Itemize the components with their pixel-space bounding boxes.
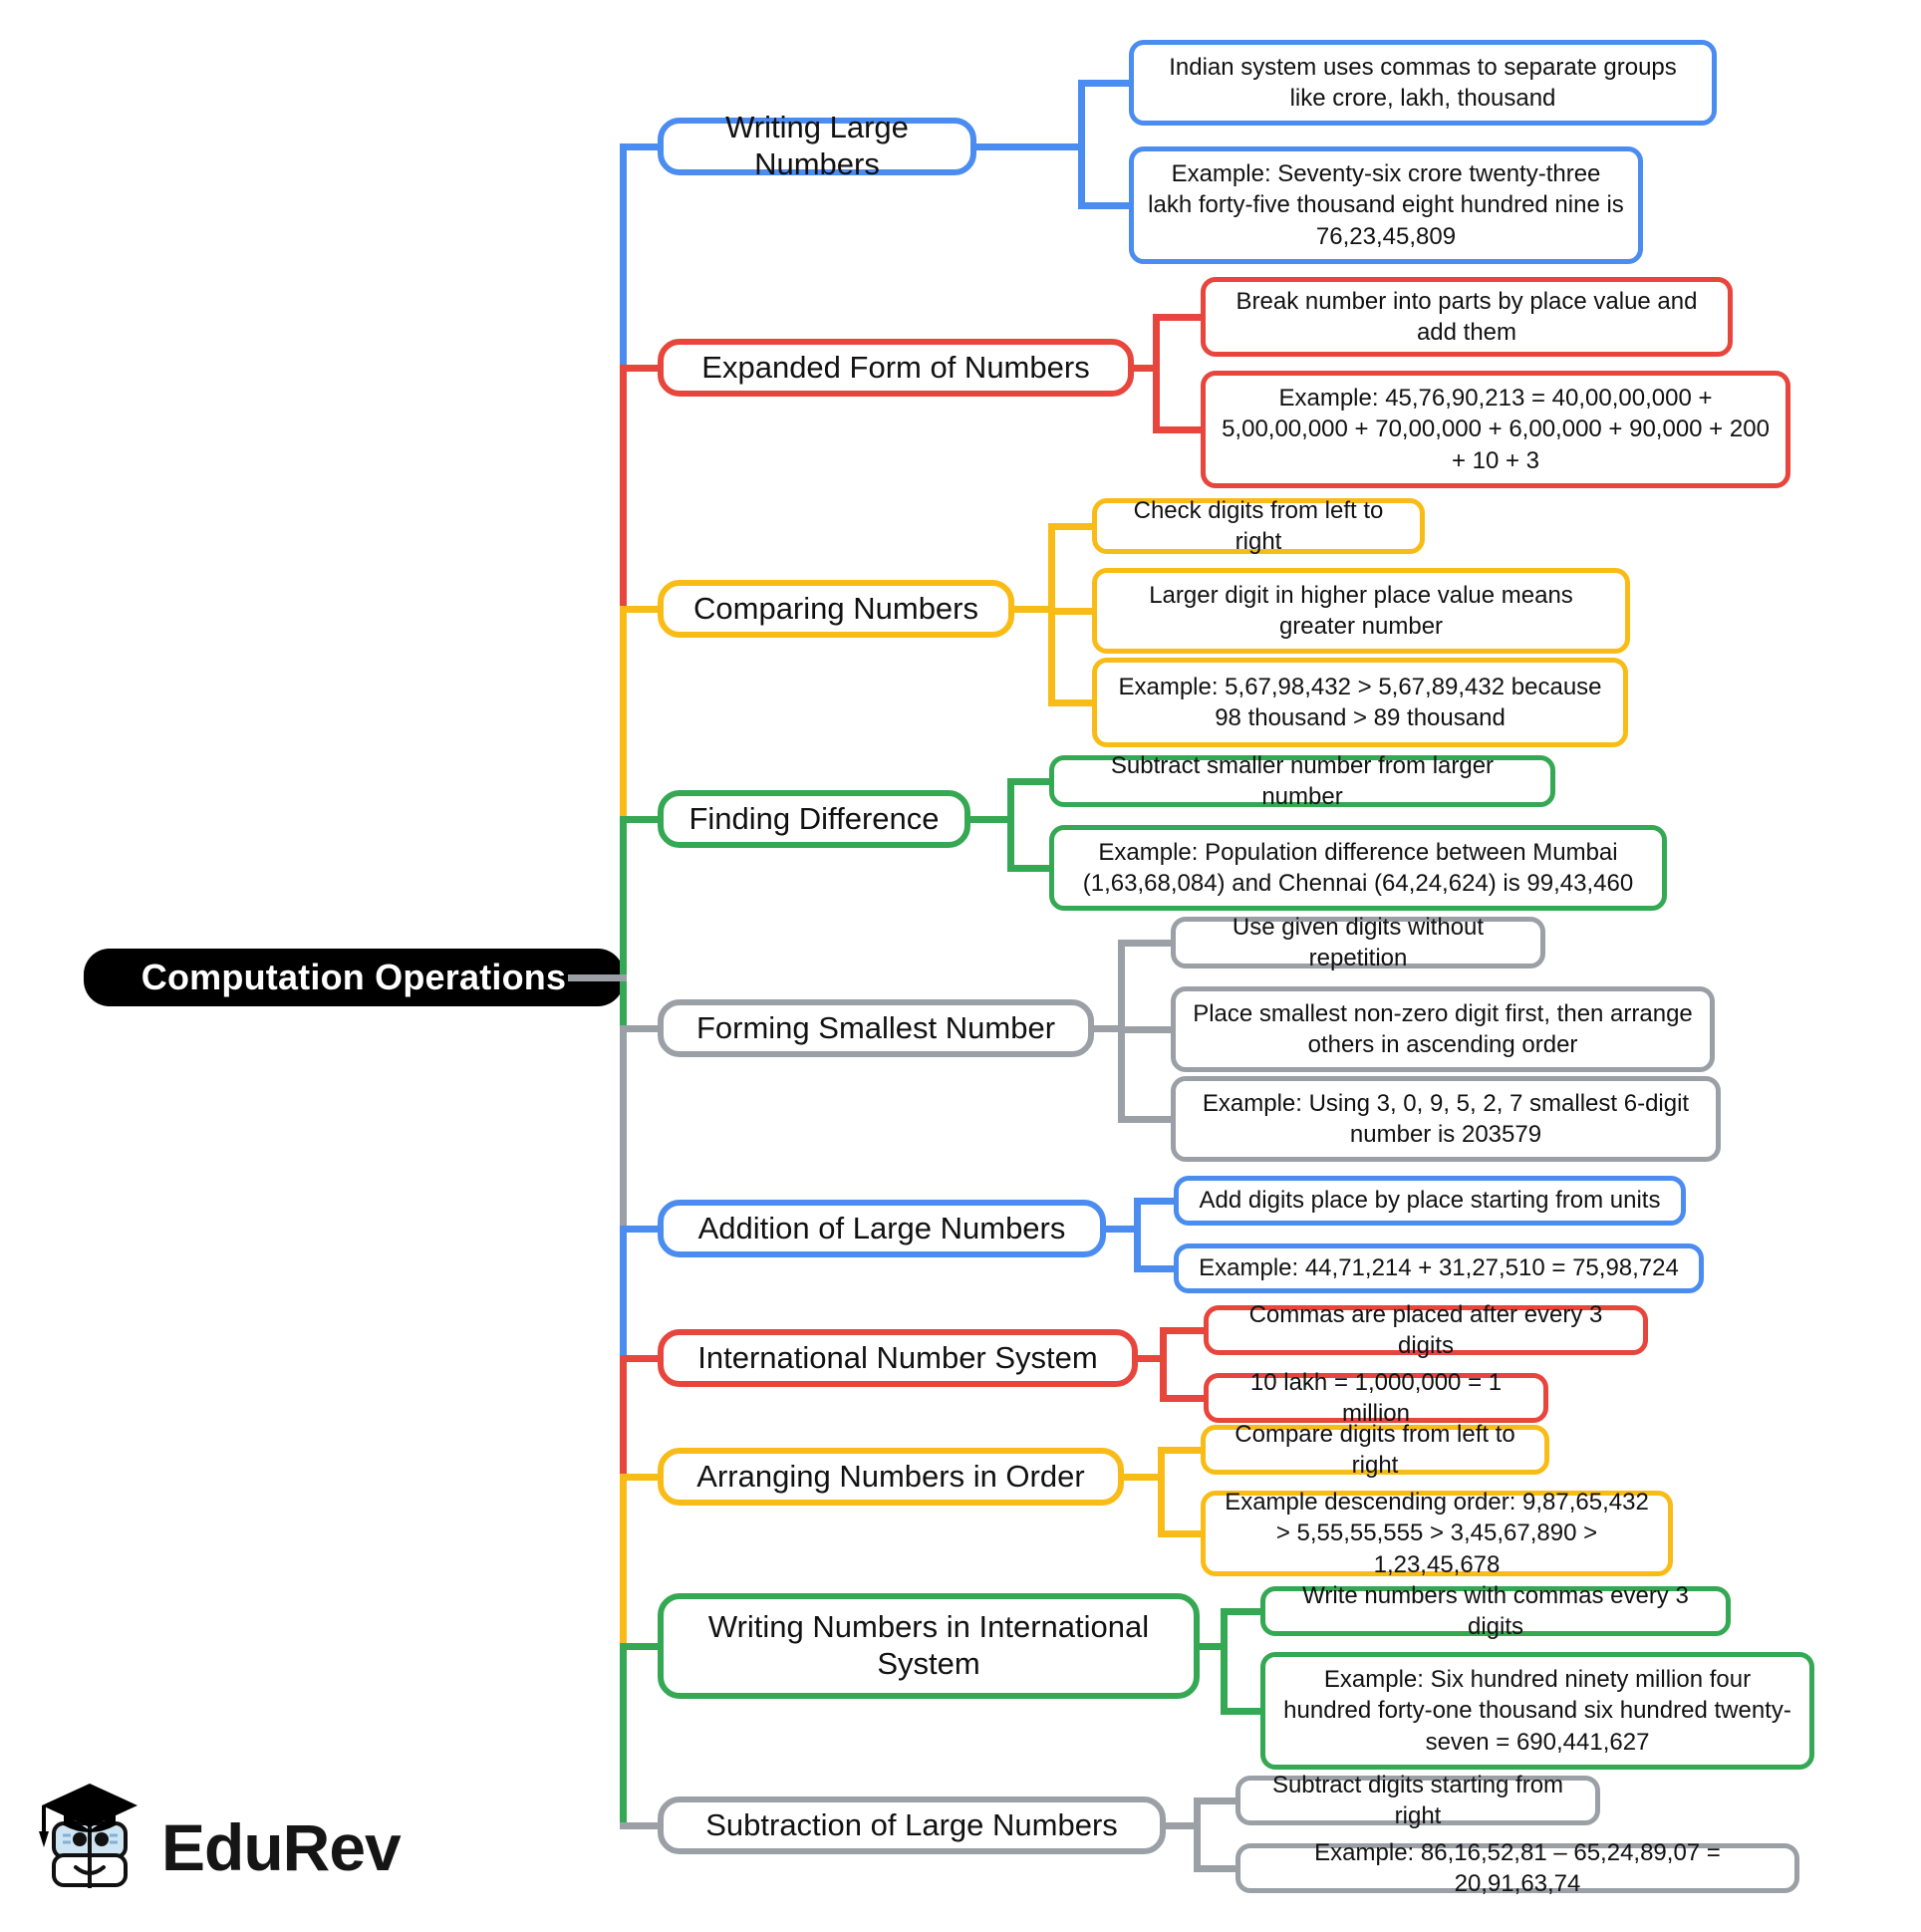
branch-connector-6 (620, 1355, 666, 1362)
fan-spine-3 (1007, 778, 1014, 871)
leaf-connector-2-1 (1048, 608, 1100, 615)
leaf-connector-0-0 (1078, 80, 1137, 87)
trunk-segment (620, 1025, 627, 1232)
leaf-connector-4-0 (1118, 940, 1179, 947)
root-node[interactable]: Computation Operations (84, 949, 624, 1006)
branch-connector-4 (620, 1025, 666, 1032)
leaf-connector-0-1 (1078, 202, 1137, 209)
leaf-node-3-1[interactable]: Example: Population difference between M… (1049, 825, 1667, 911)
leaf-node-0-1[interactable]: Example: Seventy-six crore twenty-three … (1129, 146, 1643, 264)
leaf-connector-7-0 (1158, 1447, 1209, 1454)
leaf-node-7-1[interactable]: Example descending order: 9,87,65,432 > … (1201, 1489, 1673, 1578)
trunk-segment (620, 1355, 627, 1480)
branch-connector-1 (620, 365, 666, 372)
topic-fan-connector-4 (1090, 1025, 1125, 1032)
leaf-node-2-2[interactable]: Example: 5,67,98,432 > 5,67,89,432 becau… (1092, 658, 1628, 747)
branch-connector-5 (620, 1226, 666, 1233)
leaf-connector-3-1 (1007, 865, 1057, 872)
topic-node-9[interactable]: Subtraction of Large Numbers (658, 1796, 1166, 1854)
leaf-connector-7-1 (1158, 1530, 1209, 1537)
topic-fan-connector-2 (1010, 606, 1055, 613)
fan-spine-7 (1158, 1447, 1165, 1536)
leaf-connector-4-2 (1118, 1116, 1179, 1123)
leaf-connector-2-2 (1048, 699, 1100, 706)
topic-fan-connector-8 (1196, 1643, 1228, 1650)
topic-fan-connector-9 (1162, 1822, 1201, 1829)
topic-node-7[interactable]: Arranging Numbers in Order (658, 1448, 1124, 1506)
leaf-connector-1-0 (1153, 314, 1209, 321)
trunk-segment (620, 1474, 627, 1649)
topic-fan-connector-1 (1130, 365, 1160, 372)
leaf-connector-6-1 (1160, 1395, 1212, 1402)
leaf-node-8-1[interactable]: Example: Six hundred ninety million four… (1260, 1652, 1814, 1770)
topic-fan-connector-5 (1102, 1226, 1141, 1233)
root-connector (568, 974, 627, 981)
leaf-node-4-2[interactable]: Example: Using 3, 0, 9, 5, 2, 7 smallest… (1171, 1076, 1721, 1162)
leaf-node-2-1[interactable]: Larger digit in higher place value means… (1092, 568, 1630, 654)
fan-spine-9 (1194, 1797, 1201, 1871)
graduation-cap-book-mascot-icon (39, 1784, 137, 1888)
trunk-segment (620, 365, 627, 612)
trunk-segment (620, 606, 627, 822)
topic-fan-connector-6 (1134, 1355, 1167, 1362)
leaf-connector-8-1 (1221, 1708, 1268, 1715)
topic-fan-connector-7 (1120, 1474, 1165, 1481)
branch-connector-8 (620, 1643, 666, 1650)
topic-node-2[interactable]: Comparing Numbers (658, 580, 1014, 638)
topic-node-4[interactable]: Forming Smallest Number (658, 999, 1094, 1057)
edurev-wordmark: EduRev (161, 1810, 402, 1884)
leaf-node-9-0[interactable]: Subtract digits starting from right (1235, 1772, 1600, 1829)
branch-connector-9 (620, 1822, 666, 1829)
topic-node-1[interactable]: Expanded Form of Numbers (658, 339, 1134, 397)
branch-connector-0 (620, 143, 666, 150)
leaf-connector-1-1 (1153, 426, 1209, 433)
fan-spine-8 (1221, 1608, 1228, 1714)
leaf-node-4-1[interactable]: Place smallest non-zero digit first, the… (1171, 986, 1715, 1072)
leaf-node-4-0[interactable]: Use given digits without repetition (1171, 914, 1545, 971)
leaf-connector-9-1 (1194, 1865, 1243, 1872)
leaf-node-3-0[interactable]: Subtract smaller number from larger numb… (1049, 752, 1555, 810)
leaf-connector-3-0 (1007, 778, 1057, 785)
leaf-connector-2-0 (1048, 523, 1100, 530)
trunk-segment (620, 1643, 627, 1828)
branch-connector-2 (620, 606, 666, 613)
leaf-node-1-0[interactable]: Break number into parts by place value a… (1201, 277, 1733, 357)
edurev-logo: EduRev (30, 1776, 402, 1925)
leaf-node-6-0[interactable]: Commas are placed after every 3 digits (1204, 1301, 1648, 1359)
fan-spine-1 (1153, 314, 1160, 432)
leaf-node-6-1[interactable]: 10 lakh = 1,000,000 = 1 million (1204, 1369, 1548, 1427)
topic-fan-connector-3 (966, 816, 1014, 823)
leaf-node-7-0[interactable]: Compare digits from left to right (1201, 1421, 1549, 1479)
leaf-connector-8-0 (1221, 1608, 1268, 1615)
leaf-connector-9-0 (1194, 1797, 1243, 1804)
topic-fan-connector-0 (972, 143, 1085, 150)
fan-spine-0 (1078, 80, 1085, 208)
branch-connector-3 (620, 816, 666, 823)
trunk-segment (620, 143, 627, 371)
leaf-node-9-1[interactable]: Example: 86,16,52,81 – 65,24,89,07 = 20,… (1235, 1839, 1799, 1897)
topic-node-3[interactable]: Finding Difference (658, 790, 970, 848)
leaf-node-5-1[interactable]: Example: 44,71,214 + 31,27,510 = 75,98,7… (1174, 1243, 1704, 1293)
topic-node-6[interactable]: International Number System (658, 1329, 1138, 1387)
branch-connector-7 (620, 1474, 666, 1481)
trunk-segment (620, 816, 627, 1031)
fan-spine-6 (1160, 1327, 1167, 1401)
topic-node-8[interactable]: Writing Numbers in International System (658, 1593, 1200, 1699)
topic-node-5[interactable]: Addition of Large Numbers (658, 1200, 1106, 1257)
leaf-node-1-1[interactable]: Example: 45,76,90,213 = 40,00,00,000 + 5… (1201, 371, 1790, 488)
leaf-node-0-0[interactable]: Indian system uses commas to separate gr… (1129, 40, 1717, 126)
leaf-node-5-0[interactable]: Add digits place by place starting from … (1174, 1176, 1686, 1226)
topic-node-0[interactable]: Writing Large Numbers (658, 110, 976, 181)
leaf-node-8-0[interactable]: Write numbers with commas every 3 digits (1260, 1582, 1731, 1640)
trunk-segment (620, 1226, 627, 1361)
leaf-connector-5-0 (1134, 1198, 1182, 1205)
leaf-connector-5-1 (1134, 1265, 1182, 1272)
leaf-connector-4-1 (1118, 1026, 1179, 1033)
leaf-node-2-0[interactable]: Check digits from left to right (1092, 497, 1425, 555)
leaf-connector-6-0 (1160, 1327, 1212, 1334)
fan-spine-5 (1134, 1198, 1141, 1271)
